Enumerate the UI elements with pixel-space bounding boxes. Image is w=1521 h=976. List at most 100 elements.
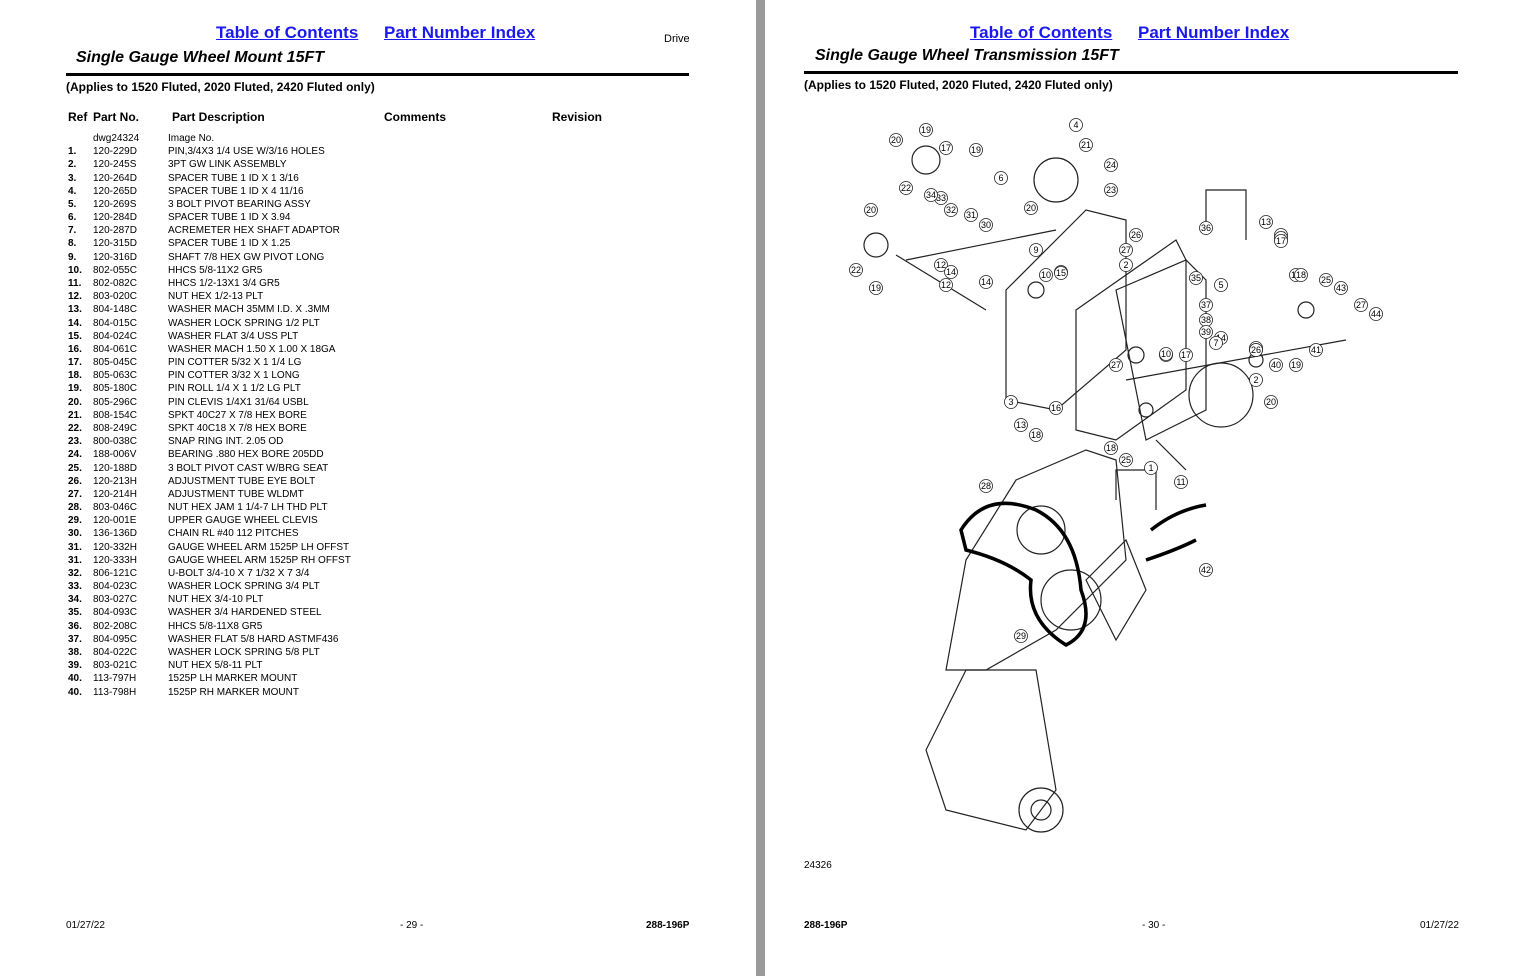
callout-label: 1 [1148,463,1153,473]
part-number: 120-315D [93,238,137,250]
table-of-contents-link[interactable]: Table of Contents [970,23,1113,42]
ref-number: 23. [68,436,82,448]
ref-number: 6. [68,212,77,224]
callout-label: 26 [1131,230,1141,240]
callout-bubble: 19 [1289,358,1303,372]
ref-number: 18. [68,370,82,382]
callout-bubble: 18 [1294,268,1308,282]
part-number: 802-082C [93,277,137,289]
part-description: BEARING .880 HEX BORE 205DD [168,449,324,461]
ref-number: 2. [68,159,77,171]
callout-bubble: 10 [1039,268,1053,282]
callout-label: 38 [1201,315,1211,325]
callout-label: 14 [946,267,956,277]
callout-bubble: 6 [994,171,1008,185]
part-description: PIN,3/4X3 1/4 USE W/3/16 HOLES [168,146,325,158]
ref-number: 36. [68,620,82,632]
title-rule [804,71,1458,74]
callout-label: 15 [1056,268,1066,278]
part-description: SHAFT 7/8 HEX GW PIVOT LONG [168,251,325,263]
part-number: 120-213H [93,475,137,487]
callout-label: 26 [1251,345,1261,355]
ref-number: 17. [68,357,82,369]
callout-label: 43 [1336,283,1346,293]
part-description: PIN COTTER 3/32 X 1 LONG [168,370,300,382]
callout-label: 25 [1121,455,1131,465]
part-number: 120-001E [93,515,137,527]
callout-label: 37 [1201,300,1211,310]
footer-doc-number: 288-196P [646,920,690,931]
callout-label: 28 [981,481,991,491]
callout-bubble: 22 [899,181,913,195]
ref-number: 25. [68,462,82,474]
callout-bubble: 17 [939,141,953,155]
callout-label: 31 [966,210,976,220]
part-number: 804-023C [93,581,137,593]
callout-bubble: 41 [1309,343,1323,357]
part-description: GAUGE WHEEL ARM 1525P LH OFFST [168,541,350,553]
ref-number: 29. [68,515,82,527]
callout-bubble: 20 [1264,395,1278,409]
callout-label: 14 [1216,333,1226,343]
part-number: 120-284D [93,212,137,224]
callout-bubble: 44 [1369,307,1383,321]
callout-bubble: 21 [1079,138,1093,152]
callout-label: 16 [1051,403,1061,413]
applies-note: (Applies to 1520 Fluted, 2020 Fluted, 24… [66,80,375,94]
drive-chain [959,501,1088,648]
part-description: UPPER GAUGE WHEEL CLEVIS [168,515,318,527]
callout-label: 18 [1296,270,1306,280]
ref-number: 34. [68,594,82,606]
callout-label: 42 [1201,565,1211,575]
callout-bubble: 20 [889,133,903,147]
callout-bubble: 10 [1159,347,1173,361]
callout-label: 4 [1073,120,1078,130]
callout-label: 10 [1041,270,1051,280]
part-number: 808-154C [93,409,137,421]
part-number: 804-095C [93,633,137,645]
callout-label: 6 [998,173,1003,183]
part-description: WASHER FLAT 3/4 USS PLT [168,330,299,342]
part-description: SPKT 40C27 X 7/8 HEX BORE [168,409,307,421]
part-description: WASHER 3/4 HARDENED STEEL [168,607,322,619]
page-title: Single Gauge Wheel Mount 15FT [76,49,325,66]
part-number: 803-020C [93,291,137,303]
callout-bubble: 31 [964,208,978,222]
part-description: SPACER TUBE 1 ID X 1.25 [168,238,291,250]
header-comments: Comments [384,110,447,124]
callout-label: 23 [1106,185,1116,195]
callout-label: 9 [1033,245,1038,255]
right-page: Table of Contents Part Number Index Sing… [765,0,1521,976]
ref-number: 7. [68,225,77,237]
part-number: 804-061C [93,343,137,355]
callout-bubble: 19 [869,281,883,295]
callout-label: 19 [1291,360,1301,370]
ref-number: 28. [68,502,82,514]
callout-label: 20 [1266,397,1276,407]
ref-number: 24. [68,449,82,461]
callout-label: 13 [1016,420,1026,430]
part-number: 188-006V [93,449,137,461]
part-number: 120-245S [93,159,137,171]
ref-number: 35. [68,607,82,619]
callout-label: 29 [1016,631,1026,641]
ref-number: 27. [68,488,82,500]
footer-page-number: - 30 - [1142,920,1166,931]
part-description: HHCS 1/2-13X1 3/4 GR5 [168,277,280,289]
part-description: WASHER LOCK SPRING 5/8 PLT [168,647,320,659]
callout-bubble: 7 [1209,336,1223,350]
callout-bubble: 37 [1199,298,1213,312]
part-number-index-link[interactable]: Part Number Index [384,23,536,42]
callout-label: 5 [1218,280,1223,290]
ref-number: 16. [68,343,82,355]
callout-bubble: 12 [939,278,953,292]
callout-bubble: 13 [1014,418,1028,432]
ref-number: 8. [68,238,77,250]
callout-label: 27 [1121,245,1131,255]
table-of-contents-link[interactable]: Table of Contents [216,23,359,42]
image-number: 24326 [804,860,832,871]
ref-number: 14. [68,317,82,329]
footer-date: 01/27/22 [66,920,105,931]
part-description: NUT HEX JAM 1 1/4-7 LH THD PLT [168,502,328,514]
part-number-index-link[interactable]: Part Number Index [1138,23,1290,42]
